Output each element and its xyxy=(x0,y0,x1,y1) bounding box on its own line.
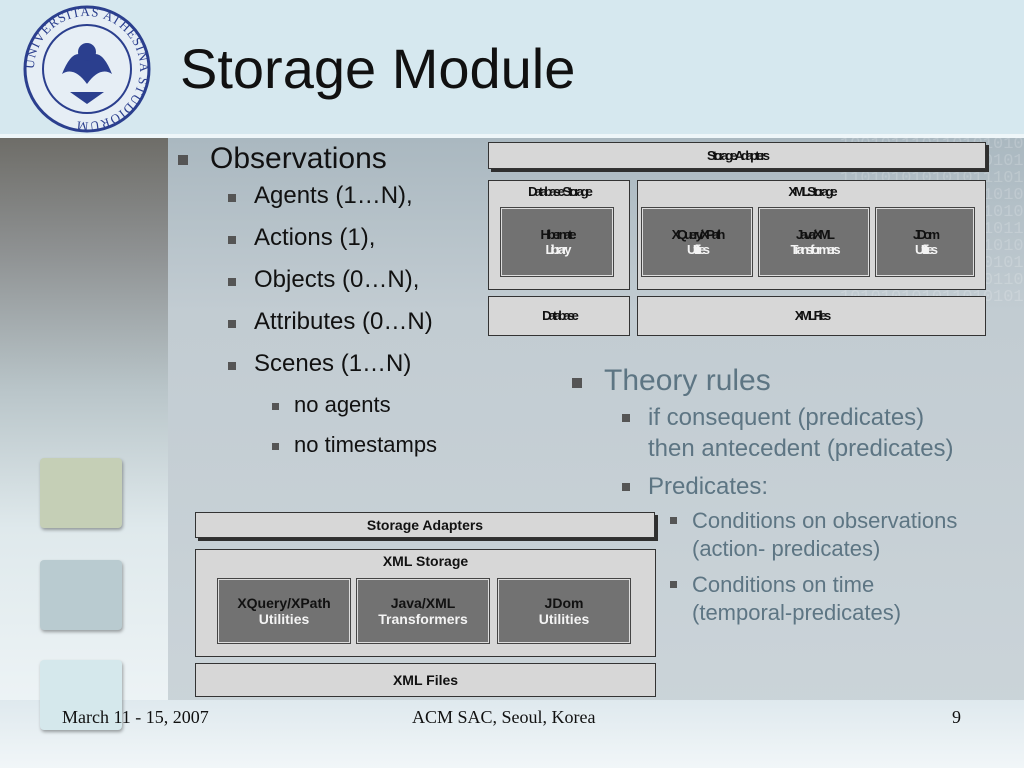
rule-line-1: if consequent (predicates) xyxy=(648,404,925,431)
list-item-text: Agents (1…N), xyxy=(254,182,413,209)
footer-date: March 11 - 15, 2007 xyxy=(62,707,209,727)
bottom-jdom-box: JDom Utilities xyxy=(497,578,631,644)
square-bullet-icon xyxy=(272,443,279,450)
top-storage-adapters-box: Storage Adapters xyxy=(488,142,986,169)
square-bullet-icon xyxy=(272,403,279,410)
slide-title: Storage Module xyxy=(180,37,576,100)
box-label: XML Storage xyxy=(788,184,837,199)
sub-list-item: no timestamps xyxy=(170,432,500,472)
condition-text: Conditions on observations (action- pred… xyxy=(692,507,957,563)
decor-square-1 xyxy=(40,458,122,528)
page-number: 9 xyxy=(952,707,961,727)
theory-heading: Theory rules xyxy=(604,364,771,397)
square-bullet-icon xyxy=(178,155,188,165)
sub-list-item: no agents xyxy=(170,392,500,432)
box-label: Java/XML xyxy=(796,227,835,242)
box-label: Database xyxy=(542,308,579,323)
list-item-text: Actions (1), xyxy=(254,224,376,251)
box-sublabel: Library xyxy=(545,242,571,257)
box-sublabel: Utilities xyxy=(258,611,310,627)
box-sublabel: Utilities xyxy=(538,611,590,627)
theory-rules-section: Theory rules if consequent (predicates) … xyxy=(566,364,1022,627)
box-sublabel: Transformers xyxy=(790,242,840,257)
square-bullet-icon xyxy=(622,483,630,491)
condition-line-1: Conditions on time xyxy=(692,572,875,597)
box-label: Hibernate xyxy=(540,227,577,242)
top-database-box: Database xyxy=(488,296,630,336)
list-item: Objects (0…N), xyxy=(170,266,500,308)
box-sublabel: Utilities xyxy=(687,242,710,257)
footer-band xyxy=(0,700,1024,768)
observations-heading-item: Observations xyxy=(170,142,500,176)
box-label: Java/XML xyxy=(390,595,456,611)
square-bullet-icon xyxy=(228,194,236,202)
sub-list-item-text: no timestamps xyxy=(294,432,438,457)
square-bullet-icon xyxy=(228,320,236,328)
box-label: JDom xyxy=(912,227,940,242)
list-item: Agents (1…N), xyxy=(170,182,500,224)
decor-square-2 xyxy=(40,560,122,630)
bottom-storage-adapters-box: Storage Adapters xyxy=(195,512,655,538)
footer-venue: ACM SAC, Seoul, Korea xyxy=(412,707,596,727)
square-bullet-icon xyxy=(228,278,236,286)
observations-list: Observations Agents (1…N), Actions (1), … xyxy=(170,142,500,472)
square-bullet-icon xyxy=(670,581,677,588)
list-item: Actions (1), xyxy=(170,224,500,266)
box-label: XQuery/XPath xyxy=(237,595,331,611)
bottom-xml-files-box: XML Files xyxy=(195,663,656,697)
header-band xyxy=(0,0,1024,136)
list-item-text: Objects (0…N), xyxy=(254,266,420,293)
box-sublabel: Transformers xyxy=(378,611,468,627)
list-item-text: Scenes (1…N) xyxy=(254,350,412,377)
decor-square-3 xyxy=(40,660,122,730)
box-label: XML Files xyxy=(392,672,459,688)
box-label: Database Storage xyxy=(528,184,593,199)
square-bullet-icon xyxy=(572,378,582,388)
box-label: Storage Adapters xyxy=(707,148,770,163)
bottom-java-xml-box: Java/XML Transformers xyxy=(356,578,490,644)
top-java-xml-box: Java/XML Transformers xyxy=(758,207,870,277)
square-bullet-icon xyxy=(228,362,236,370)
box-sublabel: Utilities xyxy=(915,242,938,257)
sub-list-item-text: no agents xyxy=(294,392,391,417)
square-bullet-icon xyxy=(670,517,677,524)
box-label: XML Files xyxy=(794,308,831,323)
observations-heading: Observations xyxy=(210,142,387,175)
condition-line-2: (temporal-predicates) xyxy=(692,600,902,625)
header-divider xyxy=(0,134,1024,138)
box-label: XML Storage xyxy=(382,553,469,569)
theory-heading-item: Theory rules xyxy=(566,364,1022,398)
list-item-text: Attributes (0…N) xyxy=(254,308,433,335)
condition-item: Conditions on time (temporal-predicates) xyxy=(566,571,1022,627)
rule-line-2: then antecedent (predicates) xyxy=(648,435,954,462)
predicates-item: Predicates: xyxy=(566,471,1022,502)
condition-line-1: Conditions on observations xyxy=(692,508,958,533)
condition-text: Conditions on time (temporal-predicates) xyxy=(692,571,901,627)
square-bullet-icon xyxy=(228,236,236,244)
theory-rule-text: if consequent (predicates) then antecede… xyxy=(648,402,954,464)
condition-item: Conditions on observations (action- pred… xyxy=(566,507,1022,563)
box-label: XQuery/XPath xyxy=(671,227,726,242)
top-jdom-box: JDom Utilities xyxy=(875,207,975,277)
bottom-xquery-box: XQuery/XPath Utilities xyxy=(217,578,351,644)
top-xml-files-box: XML Files xyxy=(637,296,986,336)
hibernate-library-box: Hibernate Library xyxy=(500,207,614,277)
top-xquery-box: XQuery/XPath Utilities xyxy=(641,207,753,277)
list-item: Attributes (0…N) xyxy=(170,308,500,350)
list-item: Scenes (1…N) xyxy=(170,350,500,392)
university-seal-logo: UNIVERSITAS ATHESINA STUDIORUM xyxy=(22,4,151,134)
condition-line-2: (action- predicates) xyxy=(692,536,881,561)
box-label: JDom xyxy=(544,595,584,611)
theory-rule-item: if consequent (predicates) then antecede… xyxy=(566,402,1022,464)
box-label: Storage Adapters xyxy=(366,517,484,533)
predicates-label: Predicates: xyxy=(648,473,769,500)
square-bullet-icon xyxy=(622,414,630,422)
